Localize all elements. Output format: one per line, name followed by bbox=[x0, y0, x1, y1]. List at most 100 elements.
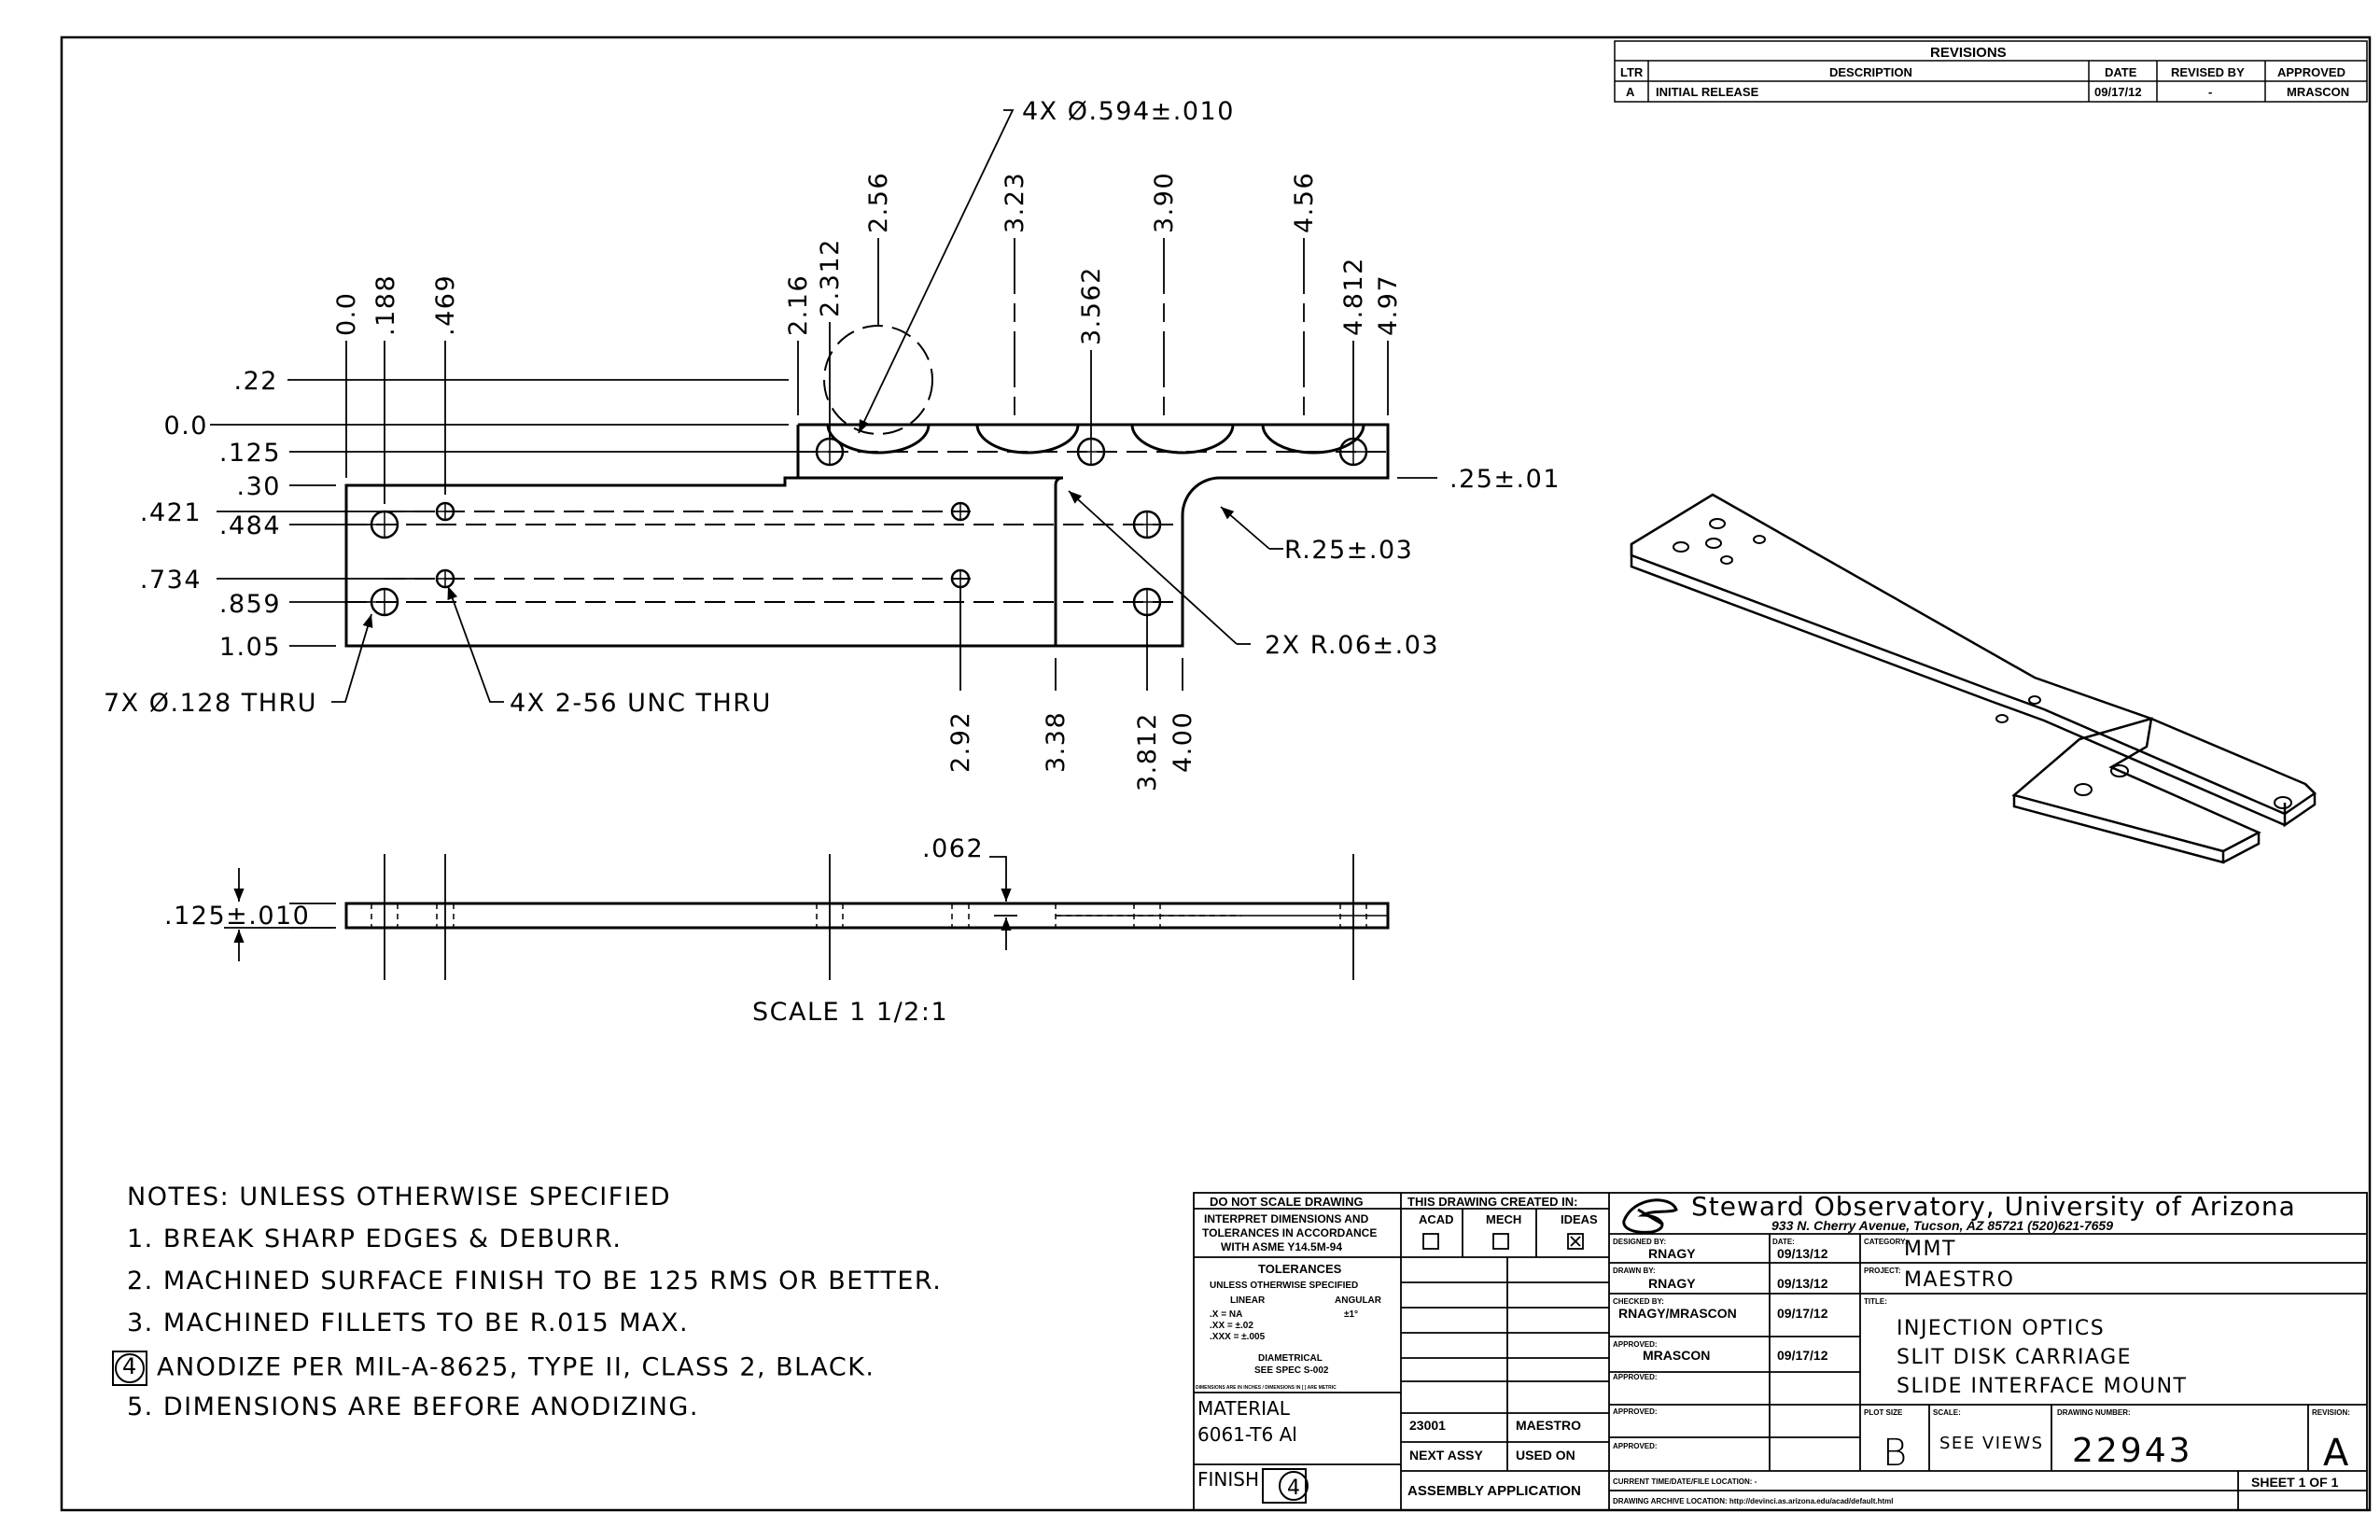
tol-line-2: .XX = ±.02 bbox=[1210, 1321, 1253, 1331]
checked-date: 09/17/12 bbox=[1777, 1306, 1828, 1321]
steward-logo-icon bbox=[1622, 1198, 1678, 1234]
rev-row-date: 09/17/12 bbox=[2094, 85, 2142, 99]
dim-label: 3.90 bbox=[1150, 172, 1179, 233]
tolerances-title: TOLERANCES bbox=[1258, 1262, 1342, 1276]
revisions-title: REVISIONS bbox=[1930, 45, 2007, 61]
dim-label: .484 bbox=[219, 511, 281, 540]
note-flag-icon: 4 bbox=[112, 1351, 147, 1386]
org-address: 933 N. Cherry Avenue, Tucson, AZ 85721 (… bbox=[1771, 1218, 2113, 1233]
next-assy: NEXT ASSY bbox=[1409, 1448, 1483, 1463]
small-radius-callout: 2X R.06±.03 bbox=[1265, 631, 1439, 660]
width-callout: .25±.01 bbox=[1449, 465, 1561, 494]
callout-leaders bbox=[331, 109, 1437, 703]
project-label: PROJECT: bbox=[1864, 1267, 1901, 1275]
assy-value-2: MAESTRO bbox=[1516, 1418, 1581, 1433]
cad-ideas: IDEAS bbox=[1561, 1212, 1598, 1226]
created-in: THIS DRAWING CREATED IN: bbox=[1407, 1195, 1577, 1209]
category-label: CATEGORY: bbox=[1864, 1238, 1908, 1246]
dim-label: .469 bbox=[431, 274, 460, 336]
archive-label: DRAWING ARCHIVE LOCATION: http://devinci… bbox=[1613, 1497, 1893, 1505]
dim-label: .859 bbox=[219, 590, 281, 619]
revisions-table bbox=[1614, 40, 2368, 103]
dim-label: 1.05 bbox=[219, 633, 281, 662]
note-item: 5. DIMENSIONS ARE BEFORE ANODIZING. bbox=[127, 1393, 699, 1421]
approved-label-3: APPROVED: bbox=[1613, 1407, 1658, 1416]
radius-callout: R.25±.03 bbox=[1284, 536, 1413, 565]
approved-by: MRASCON bbox=[1643, 1348, 1710, 1363]
designed-date: 09/13/12 bbox=[1777, 1246, 1828, 1261]
dim-label: 2.16 bbox=[784, 274, 813, 336]
rev-row-description: INITIAL RELEASE bbox=[1656, 85, 1759, 99]
checked-by-label: CHECKED BY: bbox=[1613, 1297, 1664, 1306]
tol-line-1: .X = NA bbox=[1210, 1309, 1242, 1320]
scale-label: SCALE 1 1/2:1 bbox=[752, 998, 948, 1027]
plot-size-label: PLOT SIZE bbox=[1864, 1408, 1903, 1417]
used-on: USED ON bbox=[1516, 1448, 1575, 1463]
rev-row-revised-by: - bbox=[2208, 85, 2212, 99]
dim-label: 2.56 bbox=[864, 172, 893, 233]
approved-label-4: APPROVED: bbox=[1613, 1442, 1658, 1450]
dim-label: 2.312 bbox=[816, 238, 845, 317]
title-block-grid bbox=[1193, 1192, 2368, 1511]
large-holes-callout: 4X Ø.594±.010 bbox=[1022, 97, 1235, 126]
approved-label-2: APPROVED: bbox=[1613, 1373, 1658, 1381]
designed-by: RNAGY bbox=[1648, 1246, 1696, 1261]
dim-label: 4.97 bbox=[1374, 274, 1403, 336]
title-line-2: SLIT DISK CARRIAGE bbox=[1897, 1346, 2132, 1369]
dim-label: 3.562 bbox=[1077, 266, 1106, 345]
note-item: 3. MACHINED FILLETS TO BE R.015 MAX. bbox=[127, 1309, 690, 1337]
rev-header-description: DESCRIPTION bbox=[1829, 65, 1912, 79]
revision-label: REVISION: bbox=[2312, 1408, 2350, 1417]
mech-checkbox bbox=[1492, 1233, 1509, 1250]
side-view bbox=[224, 854, 1390, 980]
top-view bbox=[344, 325, 1390, 648]
finish-label: FINISH bbox=[1197, 1468, 1259, 1491]
cad-mech: MECH bbox=[1486, 1212, 1521, 1226]
approved-date: 09/17/12 bbox=[1777, 1348, 1828, 1363]
drawing-number-label: DRAWING NUMBER: bbox=[2057, 1408, 2131, 1417]
assembly-application: ASSEMBLY APPLICATION bbox=[1407, 1483, 1581, 1499]
finish-flag-number: 4 bbox=[1287, 1477, 1300, 1500]
note-item-text: ANODIZE PER MIL-A-8625, TYPE II, CLASS 2… bbox=[157, 1352, 875, 1382]
top-dim-labels: 0.0 .188 .469 2.16 2.312 2.56 3.23 3.562… bbox=[332, 172, 1403, 345]
revision-value: A bbox=[2323, 1432, 2349, 1475]
date-label: DATE: bbox=[1772, 1238, 1795, 1246]
interpret-line-2: TOLERANCES IN ACCORDANCE bbox=[1202, 1226, 1377, 1239]
tapped-holes-callout: 4X 2-56 UNC THRU bbox=[510, 689, 772, 718]
rev-header-date: DATE bbox=[2105, 65, 2137, 79]
ideas-checkbox bbox=[1567, 1233, 1584, 1250]
step-dim: .062 bbox=[922, 834, 984, 863]
current-time-label: CURRENT TIME/DATE/FILE LOCATION: - bbox=[1613, 1477, 1757, 1486]
checked-by: RNAGY/MRASCON bbox=[1618, 1306, 1737, 1321]
approved-label-1: APPROVED: bbox=[1613, 1340, 1658, 1349]
acad-checkbox bbox=[1422, 1233, 1439, 1250]
dim-label: 3.812 bbox=[1133, 712, 1162, 791]
rev-row-ltr: A bbox=[1626, 85, 1635, 99]
dim-label: 4.56 bbox=[1290, 172, 1319, 233]
drawn-by-label: DRAWN BY: bbox=[1613, 1267, 1656, 1275]
scale-field-label: SCALE: bbox=[1933, 1408, 1961, 1417]
rev-header-revised-by: REVISED BY bbox=[2171, 65, 2245, 79]
category-value: MMT bbox=[1904, 1238, 1956, 1261]
title-line-3: SLIDE INTERFACE MOUNT bbox=[1897, 1375, 2187, 1398]
part-outline bbox=[344, 423, 1390, 648]
drawn-date: 09/13/12 bbox=[1777, 1276, 1828, 1291]
bottom-dim-labels: 2.92 3.38 3.812 4.00 bbox=[946, 711, 1197, 791]
assy-value-1: 23001 bbox=[1409, 1418, 1446, 1433]
isometric-view bbox=[1630, 493, 2317, 864]
large-hole-phantom bbox=[823, 325, 933, 435]
drawing-number-value: 22943 bbox=[2072, 1432, 2193, 1470]
dim-label: .30 bbox=[237, 472, 281, 501]
cad-checkboxes bbox=[1422, 1233, 1584, 1250]
rev-header-approved: APPROVED bbox=[2277, 65, 2345, 79]
note-item-flagged: 4 ANODIZE PER MIL-A-8625, TYPE II, CLASS… bbox=[112, 1351, 875, 1386]
dim-label: 0.0 bbox=[164, 412, 208, 441]
units-note: DIMENSIONS ARE IN INCHES / DIMENSIONS IN… bbox=[1196, 1385, 1337, 1391]
tolerances-sub: UNLESS OTHERWISE SPECIFIED bbox=[1210, 1281, 1358, 1291]
note-item: 2. MACHINED SURFACE FINISH TO BE 125 RMS… bbox=[127, 1267, 943, 1295]
material-value: 6061-T6 Al bbox=[1197, 1423, 1297, 1446]
org-name: Steward Observatory, University of Arizo… bbox=[1691, 1191, 2296, 1222]
dim-label: 4.812 bbox=[1339, 257, 1368, 336]
scale-value: SEE VIEWS bbox=[1939, 1434, 2044, 1453]
